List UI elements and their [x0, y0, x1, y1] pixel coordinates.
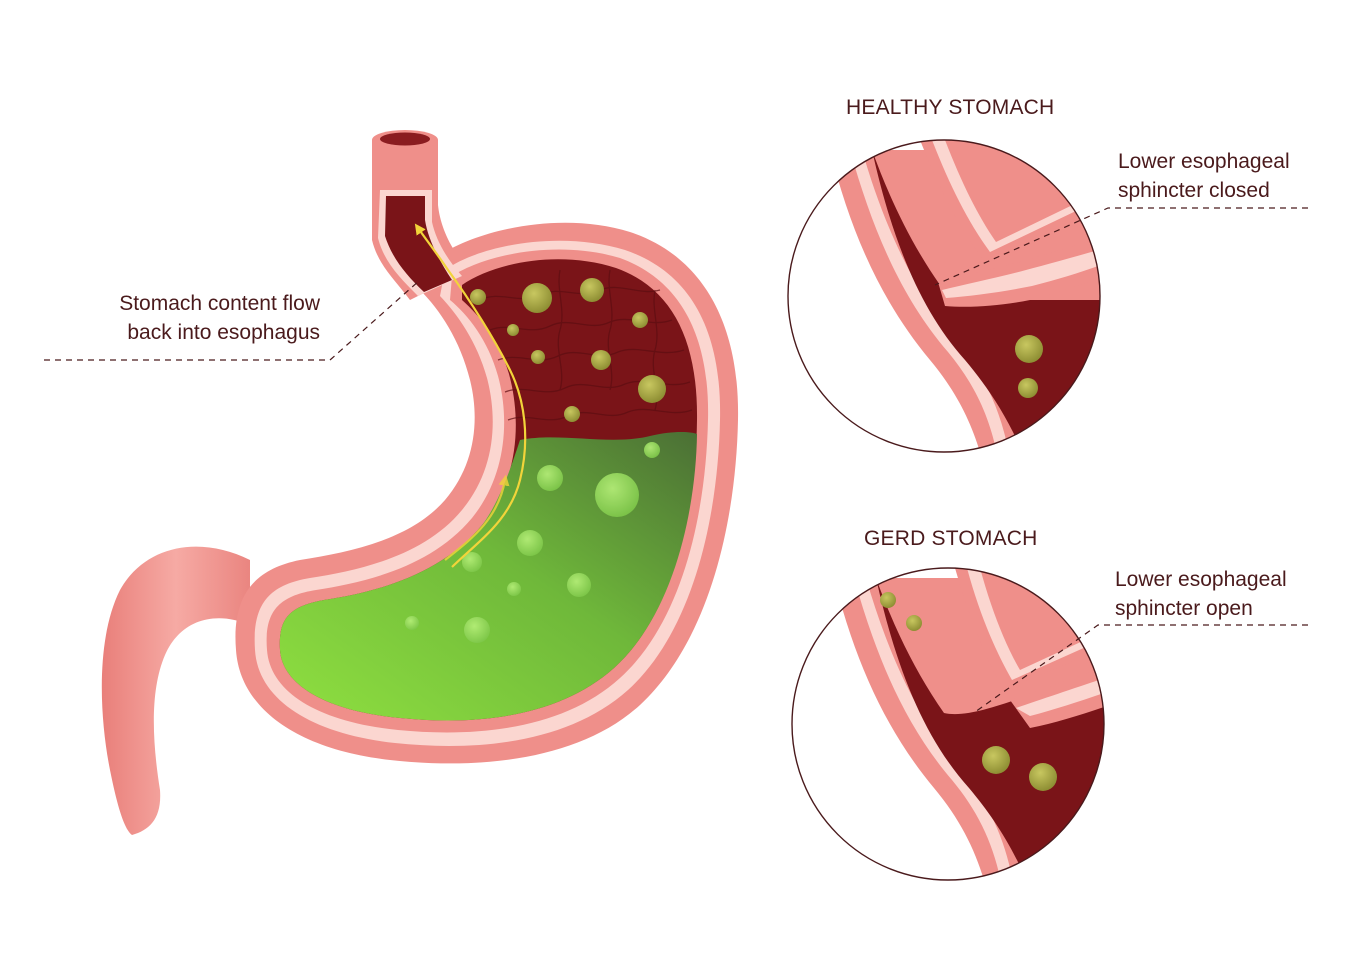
callout-line-main	[44, 279, 421, 361]
callout-line-gerd	[974, 624, 1308, 713]
acid-bubbles	[405, 442, 660, 643]
gerd-callout-line1: Lower esophageal	[1115, 568, 1287, 591]
esophagus-lumen	[385, 196, 452, 292]
stomach-illustration	[44, 130, 739, 835]
healthy-callout-line1: Lower esophageal	[1118, 150, 1290, 173]
callout-line-healthy	[934, 207, 1308, 286]
gerd-callout-label: Lower esophageal sphincter open	[1115, 565, 1287, 623]
gastric-acid	[279, 432, 697, 721]
main-callout-label: Stomach content flow back into esophagus	[119, 289, 320, 347]
healthy-heading: HEALTHY STOMACH	[846, 96, 1055, 119]
healthy-callout-line2: sphincter closed	[1118, 179, 1270, 202]
main-callout-line2: back into esophagus	[127, 321, 320, 344]
healthy-callout-label: Lower esophageal sphincter closed	[1118, 147, 1290, 205]
main-callout-line1: Stomach content flow	[119, 292, 320, 315]
food-particles	[390, 194, 666, 422]
duodenum	[101, 546, 250, 835]
healthy-inset	[787, 139, 1308, 453]
gerd-inset	[791, 567, 1308, 881]
gerd-callout-line2: sphincter open	[1115, 597, 1253, 620]
reflux-arrows	[414, 223, 527, 568]
gerd-heading: GERD STOMACH	[864, 527, 1038, 550]
